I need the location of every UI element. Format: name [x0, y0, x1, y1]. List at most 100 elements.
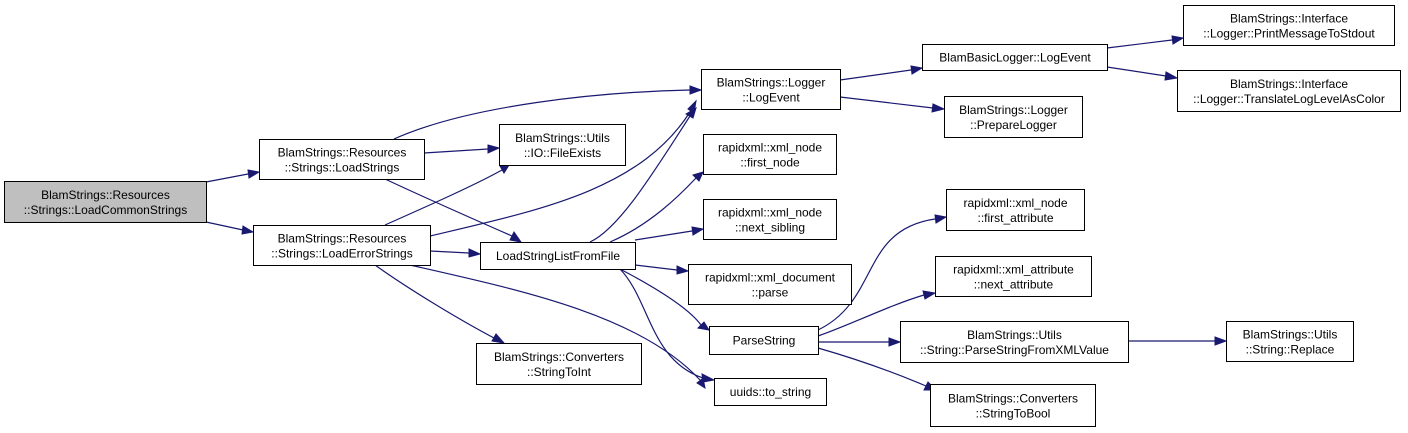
node-parse-xml-value[interactable]: BlamStrings::Utils::String::ParseStringF…: [900, 321, 1129, 363]
node-box: [944, 96, 1083, 138]
edge-parse-string-to-next-attribute: [817, 290, 937, 337]
edge-line: [839, 69, 912, 81]
edge-logger-logevent-to-basic-logevent: [839, 65, 924, 81]
node-label-line: ::next_sibling: [735, 221, 805, 235]
node-label-line: rapidxml::xml_document: [705, 271, 836, 285]
node-label-line: ::StringToInt: [527, 365, 592, 379]
node-box: [259, 139, 425, 180]
node-label-line: ::Strings::LoadCommonStrings: [24, 203, 187, 217]
node-next-sibling[interactable]: rapidxml::xml_node::next_sibling: [703, 199, 837, 240]
edge-line: [429, 250, 470, 254]
edge-load-common-to-load-error: [205, 221, 255, 235]
edge-line: [817, 294, 925, 337]
node-label-line: ::Logger::TranslateLogLevelAsColor: [1193, 92, 1385, 106]
node-prepare-logger[interactable]: BlamStrings::Logger::PrepareLogger: [944, 96, 1083, 138]
node-load-strings[interactable]: BlamStrings::Resources::Strings::LoadStr…: [259, 139, 425, 180]
node-label-line: uuids::to_string: [730, 385, 811, 399]
edge-load-list-to-next-sibling: [634, 226, 705, 241]
node-label-line: ::StringToBool: [976, 407, 1051, 421]
node-label-line: BlamStrings::Utils: [967, 328, 1062, 342]
edge-arrowhead: [685, 106, 697, 119]
edge-arrowhead: [509, 231, 523, 243]
node-label-line: ::first_node: [740, 156, 800, 170]
node-box: [703, 199, 837, 240]
edge-logger-logevent-to-prepare-logger: [839, 96, 946, 113]
edge-arrowhead: [487, 144, 501, 154]
node-box: [703, 134, 837, 175]
node-label-line: rapidxml::xml_node: [718, 141, 822, 155]
edge-line: [429, 111, 691, 237]
edge-line: [374, 264, 495, 339]
edge-load-list-to-parse: [634, 264, 690, 275]
node-box: [253, 225, 431, 266]
node-logger-logevent[interactable]: BlamStrings::Logger::LogEvent: [701, 69, 841, 110]
edge-load-strings-to-logger-logevent: [393, 85, 703, 140]
node-translate-color[interactable]: BlamStrings::Interface::Logger::Translat…: [1177, 70, 1401, 112]
edge-load-strings-to-load-list: [384, 178, 523, 243]
edge-line: [205, 221, 244, 231]
node-first-node[interactable]: rapidxml::xml_node::first_node: [703, 134, 837, 175]
node-load-error[interactable]: BlamStrings::Resources::Strings::LoadErr…: [253, 225, 431, 266]
edge-arrowhead: [247, 169, 261, 179]
node-label-line: BlamStrings::Logger: [959, 103, 1068, 117]
node-label-line: BlamStrings::Utils: [515, 131, 610, 145]
node-parse-string[interactable]: ParseString: [709, 326, 819, 355]
edge-load-list-to-parse-string: [619, 268, 711, 331]
node-string-to-int[interactable]: BlamStrings::Converters::StringToInt: [476, 343, 642, 385]
edge-arrowhead: [499, 164, 510, 174]
node-label-line: BlamStrings::Logger: [717, 76, 826, 90]
node-label-line: ::Logger::PrintMessageToStdout: [1203, 27, 1375, 41]
node-load-list[interactable]: LoadStringListFromFile: [480, 242, 636, 270]
edge-line: [423, 148, 489, 154]
node-first-attribute[interactable]: rapidxml::xml_node::first_attribute: [946, 189, 1085, 231]
edge-line: [817, 218, 936, 331]
edge-load-error-to-string-to-int: [374, 264, 506, 344]
edge-arrowhead: [922, 290, 937, 300]
edge-arrowhead: [241, 225, 255, 235]
node-label-line: rapidxml::xml_node: [718, 206, 822, 220]
edge-arrowhead: [468, 248, 482, 258]
nodes-layer: BlamStrings::Resources::Strings::LoadCom…: [4, 5, 1401, 427]
node-to-string[interactable]: uuids::to_string: [714, 378, 827, 406]
node-next-attribute[interactable]: rapidxml::xml_attribute::next_attribute: [935, 256, 1092, 297]
edge-arrowhead: [691, 226, 705, 236]
node-box: [4, 181, 207, 223]
node-replace[interactable]: BlamStrings::Utils::String::Replace: [1226, 321, 1354, 362]
node-label-line: ::Strings::LoadErrorStrings: [271, 247, 412, 261]
node-box: [688, 264, 852, 305]
node-label-line: ::String::ParseStringFromXMLValue: [920, 343, 1109, 357]
node-load-common[interactable]: BlamStrings::Resources::Strings::LoadCom…: [4, 181, 207, 223]
node-label-line: ::next_attribute: [974, 278, 1054, 292]
edge-line: [634, 230, 693, 241]
node-label-line: ::IO::FileExists: [524, 146, 601, 160]
edge-line: [1106, 39, 1173, 49]
edge-line: [384, 178, 513, 237]
edge-line: [619, 268, 702, 326]
node-label-line: BlamStrings::Interface: [1230, 12, 1348, 26]
edge-line: [619, 268, 704, 379]
edge-arrowhead: [676, 265, 690, 275]
node-box: [714, 378, 827, 406]
node-basic-logevent[interactable]: BlamBasicLogger::LogEvent: [922, 44, 1108, 71]
node-label-line: BlamStrings::Resources: [41, 188, 170, 202]
node-file-exists[interactable]: BlamStrings::Utils::IO::FileExists: [499, 124, 626, 166]
edges-layer: [205, 35, 1228, 391]
edge-line: [384, 169, 503, 226]
edge-line: [1106, 66, 1167, 77]
node-parse[interactable]: rapidxml::xml_document::parse: [688, 264, 852, 305]
edge-load-error-to-load-list: [429, 248, 482, 258]
node-box: [900, 321, 1129, 363]
edge-arrowhead: [491, 333, 506, 344]
node-label-line: BlamStrings::Utils: [1243, 328, 1338, 342]
node-label-line: ::first_attribute: [977, 211, 1053, 225]
node-string-to-bool[interactable]: BlamStrings::Converters::StringToBool: [930, 384, 1096, 427]
edge-line: [817, 347, 927, 387]
node-print-stdout[interactable]: BlamStrings::Interface::Logger::PrintMes…: [1183, 5, 1395, 46]
node-label-line: BlamStrings::Converters: [948, 392, 1078, 406]
edge-arrowhead: [701, 373, 716, 383]
edge-parse-string-to-parse-xml-value: [818, 337, 902, 347]
node-label-line: ::parse: [752, 286, 789, 300]
node-box: [499, 124, 626, 166]
edge-basic-logevent-to-print-stdout: [1106, 35, 1185, 49]
